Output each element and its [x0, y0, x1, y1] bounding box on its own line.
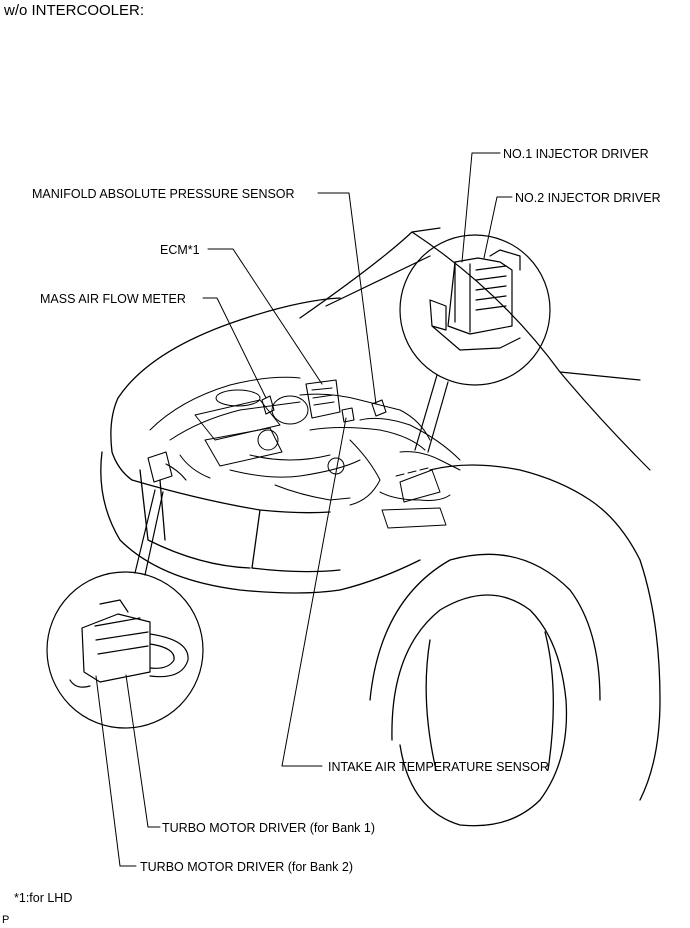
vehicle-body-outline: [100, 297, 661, 827]
ecm-unit: [305, 379, 341, 419]
label-map-sensor: MANIFOLD ABSOLUTE PRESSURE SENSOR: [32, 187, 295, 201]
footnote: *1:for LHD: [14, 891, 73, 905]
turbo-driver-detail: [46, 489, 204, 729]
label-iat-sensor: INTAKE AIR TEMPERATURE SENSOR: [328, 760, 549, 774]
windshield-outline: [299, 227, 651, 471]
label-no1-injector-driver: NO.1 INJECTOR DRIVER: [503, 147, 649, 161]
engine-components: [149, 376, 461, 529]
corner-mark: P: [2, 914, 10, 926]
turbo-driver-part: [147, 451, 187, 483]
label-no2-injector-driver: NO.2 INJECTOR DRIVER: [515, 191, 661, 205]
iat-sensor-part: [341, 407, 355, 423]
maf-meter-part: [261, 395, 275, 415]
label-turbo-bank2: TURBO MOTOR DRIVER (for Bank 2): [140, 860, 353, 874]
label-turbo-bank1: TURBO MOTOR DRIVER (for Bank 1): [162, 821, 375, 835]
label-maf-meter: MASS AIR FLOW METER: [40, 292, 186, 306]
injector-driver-detail: [399, 234, 551, 453]
label-ecm: ECM*1: [160, 243, 200, 257]
page-title: w/o INTERCOOLER:: [4, 2, 145, 19]
map-sensor-part: [371, 399, 387, 417]
leader-lines: [95, 152, 513, 867]
